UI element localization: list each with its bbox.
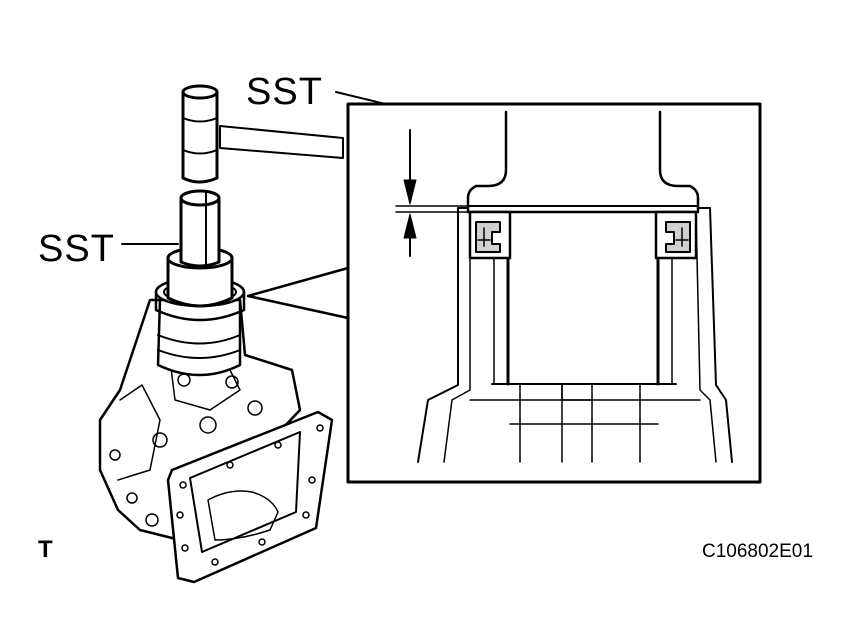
hammer <box>181 84 344 184</box>
detail-seal-right <box>654 210 698 260</box>
housing-ring <box>157 334 241 345</box>
flange-bolt <box>274 441 282 449</box>
seal-right-inner <box>675 227 689 247</box>
seal-left-lip <box>475 221 501 253</box>
case-bolt <box>109 449 121 461</box>
flange-inner <box>189 431 301 553</box>
case-bolt <box>145 513 159 527</box>
case-bolt <box>152 432 168 448</box>
flange-gear <box>207 490 279 541</box>
detail-grid-step <box>561 383 593 401</box>
sst-label-top: SST <box>246 71 323 113</box>
seal-side <box>154 290 246 322</box>
hammer-band <box>182 117 218 123</box>
flange-outer <box>166 410 334 584</box>
flange-bolt <box>176 511 184 519</box>
flange-bolt <box>308 476 316 484</box>
detail-seal-left <box>468 210 512 260</box>
flange-bolt <box>179 481 187 489</box>
detail-view <box>346 102 762 484</box>
case-bolt <box>199 416 217 434</box>
sst-driver <box>166 189 234 308</box>
detail-housing-right <box>709 207 733 463</box>
case-bolt <box>225 375 239 389</box>
driver-base <box>166 256 234 308</box>
detail-driver <box>466 110 700 214</box>
dimension-arrowhead-up <box>403 213 417 239</box>
corner-mark: T <box>38 536 53 563</box>
case-bolt <box>247 400 263 416</box>
flange-bolt <box>302 511 310 519</box>
seal-right-lip <box>665 221 691 253</box>
hammer-band-2 <box>182 149 218 155</box>
housing-body <box>156 298 242 377</box>
detail-housing-right-inner <box>695 211 717 463</box>
sst-label-left: SST <box>38 228 115 270</box>
detail-housing-left <box>417 207 459 463</box>
case-bolt <box>126 492 138 504</box>
flange-bolt <box>226 461 234 469</box>
housing-ring-2 <box>157 349 241 359</box>
hammer-head <box>181 86 219 184</box>
flange-bolt <box>181 544 189 552</box>
hammer-handle <box>219 125 344 159</box>
callout-lines <box>246 266 350 320</box>
figure-code: C106802E01 <box>702 541 813 562</box>
detail-housing-left-inner <box>443 211 471 463</box>
hammer-face-top <box>181 84 219 100</box>
seal-left-inner <box>477 227 491 247</box>
driver-shaft <box>179 196 221 268</box>
driver-shaft-top <box>179 189 221 207</box>
gasket-flange <box>166 410 334 584</box>
dimension-arrowhead-down <box>403 179 417 205</box>
flange-bolt <box>211 558 219 566</box>
case-rib <box>117 384 161 481</box>
flange-bolt <box>258 538 266 546</box>
flange-bolt <box>316 424 324 432</box>
